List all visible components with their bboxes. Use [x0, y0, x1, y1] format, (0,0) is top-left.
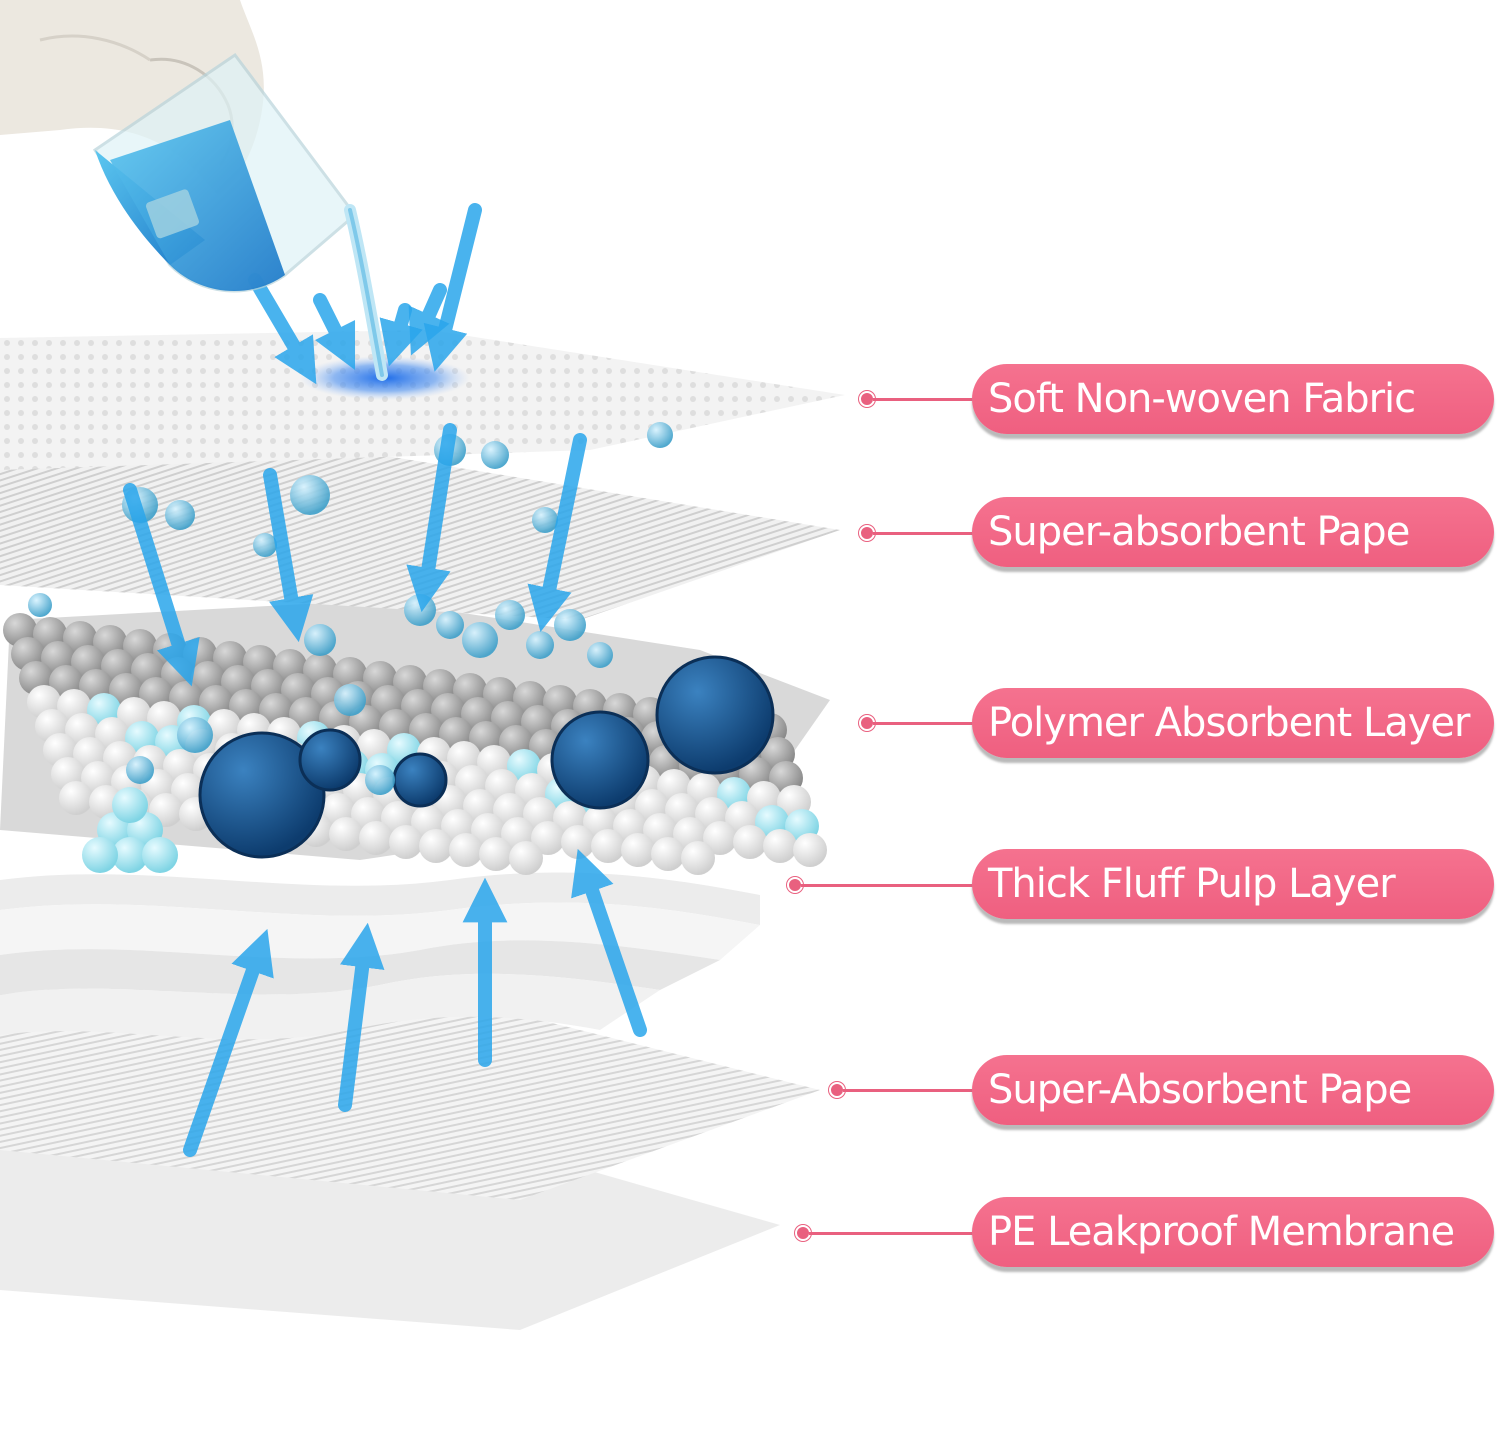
arrow-icon — [406, 423, 457, 613]
label-thick-fluff-pulp-layer: Thick Fluff Pulp Layer — [972, 849, 1494, 919]
arrow-icon — [183, 928, 274, 1157]
polymer-bead — [479, 837, 513, 871]
arrow-icon — [379, 303, 423, 367]
polymer-bead — [389, 825, 423, 859]
polymer-bead-light — [112, 787, 148, 823]
fluff-pulp-layer — [0, 872, 760, 1040]
droplet-icon — [481, 441, 509, 469]
flow-arrows — [123, 203, 647, 1157]
arrow-icon — [123, 483, 200, 687]
polymer-bead-light — [82, 837, 118, 873]
droplet-icon — [28, 593, 52, 617]
droplet-icon — [404, 594, 436, 626]
swollen-bead — [655, 655, 775, 775]
arrow-icon — [408, 283, 450, 356]
non-woven-fabric-layer — [0, 330, 845, 470]
droplet-icon — [165, 500, 195, 530]
polymer-bead — [793, 833, 827, 867]
droplet-icon — [290, 475, 330, 515]
droplet-icon — [177, 717, 213, 753]
polymer-bead — [419, 829, 453, 863]
arrow-icon — [248, 273, 317, 385]
polymer-bead — [763, 829, 797, 863]
polymer-bead — [703, 821, 737, 855]
droplet-icon — [126, 756, 154, 784]
label-pe-leakproof-membrane: PE Leakproof Membrane — [972, 1197, 1494, 1267]
upper-absorbent-paper-layer — [0, 455, 840, 620]
droplet-icon — [253, 533, 277, 557]
polymer-bead-light — [142, 837, 178, 873]
polymer-bead — [591, 829, 625, 863]
beaker-icon — [92, 52, 388, 381]
polymer-bead — [561, 825, 595, 859]
droplet-icon — [462, 622, 498, 658]
connector-line-1 — [873, 398, 973, 401]
polymer-bead — [681, 841, 715, 875]
droplet-icon — [526, 631, 554, 659]
polymer-bead — [59, 781, 93, 815]
droplet-icon — [647, 422, 673, 448]
polymer-bead — [509, 841, 543, 875]
polymer-beads — [3, 613, 827, 875]
droplet-icon — [365, 765, 395, 795]
label-super-absorbent-paper-top: Super-absorbent Pape — [972, 497, 1494, 567]
arrow-icon — [527, 433, 587, 632]
polymer-bead — [329, 817, 363, 851]
polymer-bead — [531, 821, 565, 855]
arrow-icon — [263, 468, 314, 643]
connector-line-3 — [873, 722, 973, 725]
arrow-icon — [571, 848, 647, 1037]
polymer-bead-light — [112, 837, 148, 873]
droplet-icon — [436, 611, 464, 639]
droplet-icon — [495, 600, 525, 630]
droplet-icon — [304, 624, 336, 656]
connector-line-6 — [809, 1232, 973, 1235]
polymer-bead — [449, 833, 483, 867]
droplet-icon — [532, 507, 558, 533]
label-super-absorbent-paper-bottom: Super-Absorbent Pape — [972, 1055, 1494, 1125]
connector-line-2 — [873, 532, 973, 535]
swollen-bead — [550, 710, 650, 810]
droplet-icon — [554, 609, 586, 641]
droplet-icon — [334, 684, 366, 716]
arrow-icon — [423, 203, 482, 372]
connector-line-5 — [843, 1089, 973, 1092]
liquid-droplets — [28, 422, 673, 795]
polymer-bead — [651, 837, 685, 871]
connector-line-4 — [801, 884, 973, 887]
polymer-bead — [621, 833, 655, 867]
polymer-bead — [359, 821, 393, 855]
arrow-icon — [338, 922, 385, 1112]
swollen-bead — [392, 752, 448, 808]
polymer-bead — [733, 825, 767, 859]
label-soft-non-woven-fabric: Soft Non-woven Fabric — [972, 364, 1494, 434]
droplet-icon — [587, 642, 613, 668]
swollen-bead — [198, 731, 326, 859]
arrow-icon — [313, 293, 356, 371]
label-polymer-absorbent-layer: Polymer Absorbent Layer — [972, 688, 1494, 758]
swollen-bead — [298, 728, 362, 792]
